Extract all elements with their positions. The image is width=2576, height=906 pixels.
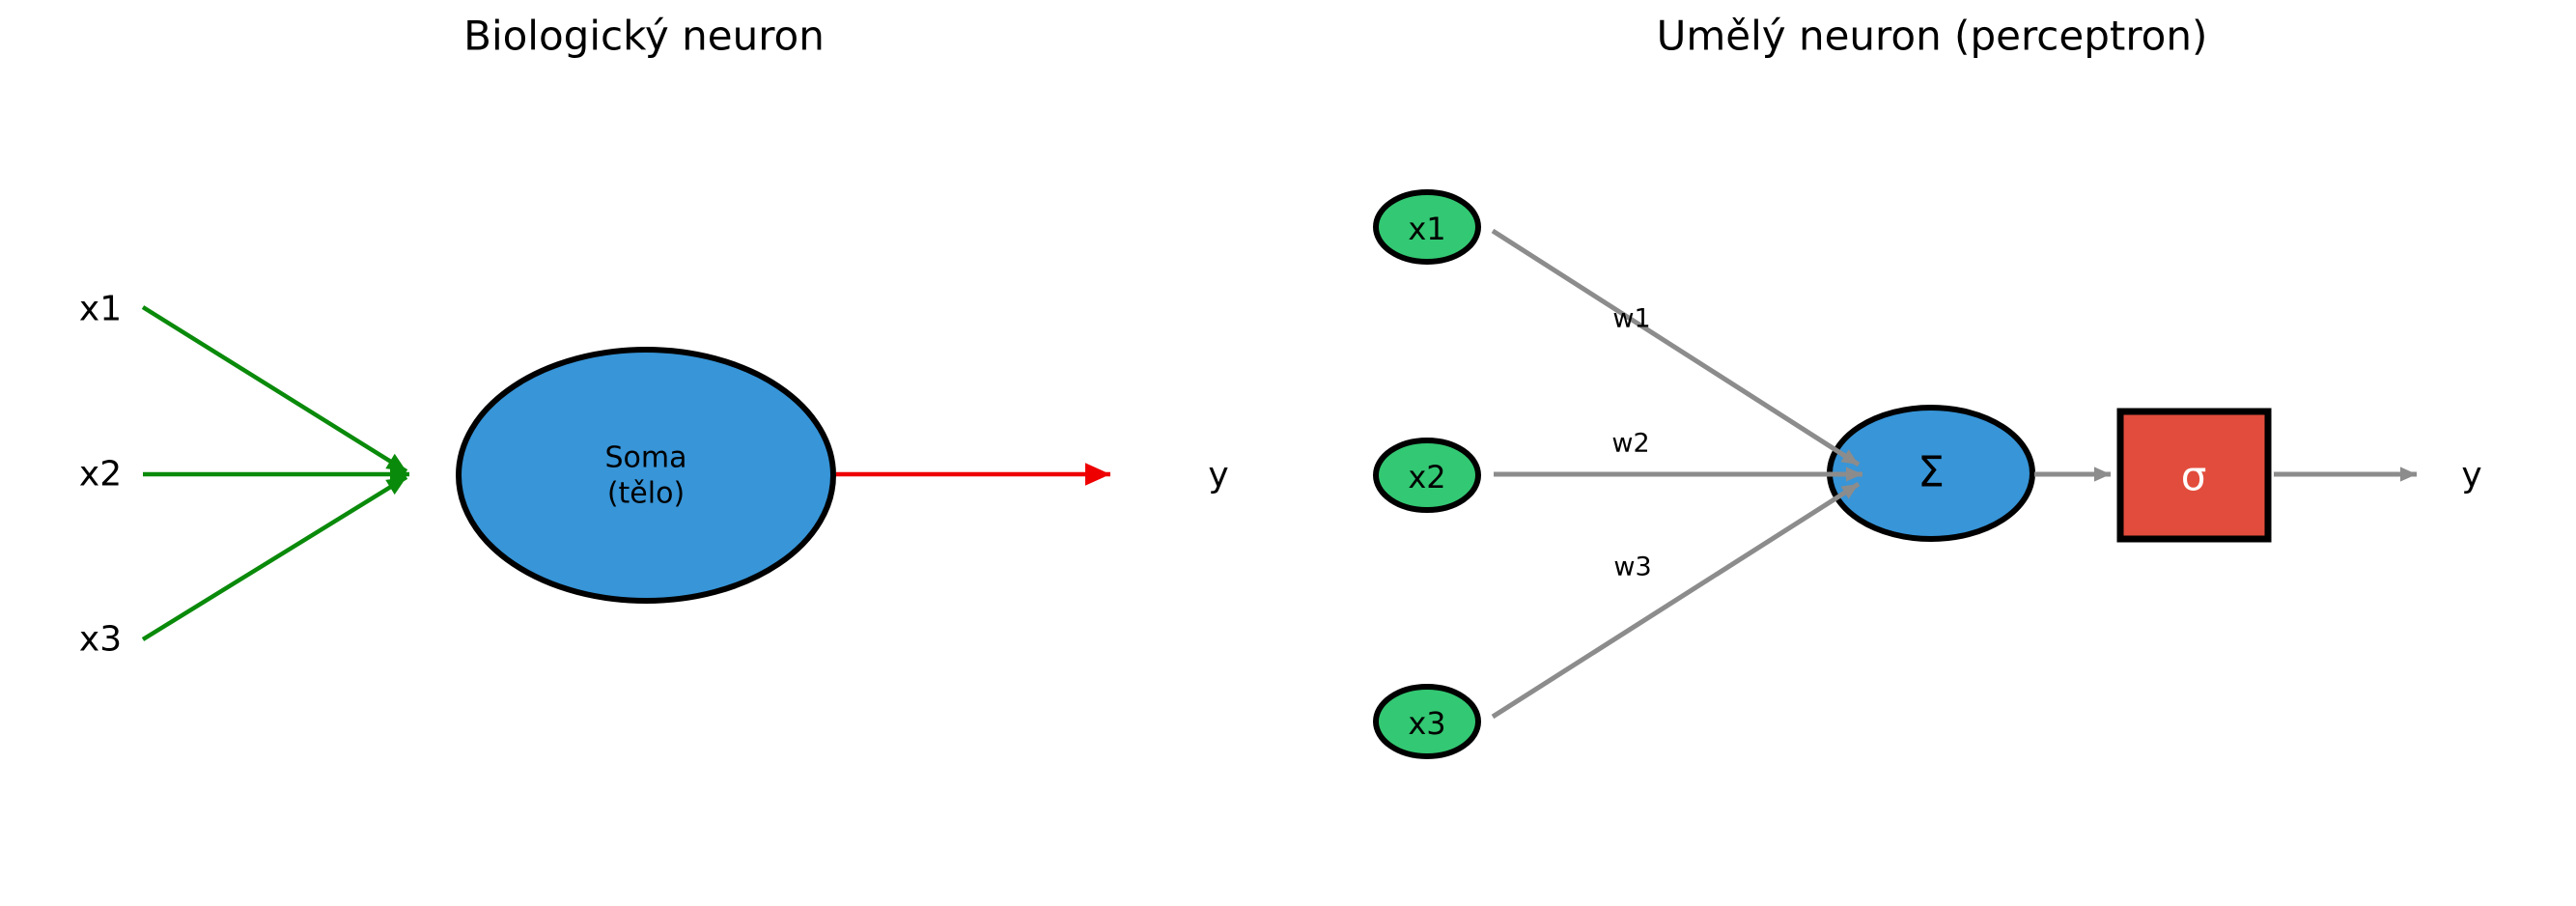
soma-label-line2: (tělo) <box>607 477 685 511</box>
perceptron-panel: Umělý neuron (perceptron) x1 x2 x3 w1 w2… <box>1373 13 2482 759</box>
bio-dendrite-arrow-x3 <box>141 475 408 641</box>
input-node-x2 <box>1373 438 1481 513</box>
connection-arrow-w3 <box>1491 481 1861 720</box>
bio-input-label-x1: x1 <box>79 290 122 329</box>
sum-symbol-label: Σ <box>1918 448 1945 497</box>
bio-dendrite-arrow-x1 <box>141 305 408 473</box>
activation-symbol-label: σ <box>2181 453 2207 500</box>
input-node-label-x3: x3 <box>1408 705 1445 742</box>
perceptron-output-label-y: y <box>2461 456 2481 495</box>
input-node-x1 <box>1373 189 1481 265</box>
bio-input-label-x2: x2 <box>79 455 122 495</box>
weight-label-w1: w1 <box>1612 304 1650 334</box>
activation-box <box>2116 408 2272 543</box>
soma-ellipse <box>456 347 836 604</box>
bio-output-label-y: y <box>1208 456 1228 495</box>
bio-panel-title: Biologický neuron <box>463 13 825 60</box>
input-node-x3 <box>1373 684 1481 759</box>
biological-neuron-panel: Biologický neuron x1 x2 x3 Soma (tělo) y <box>79 13 1229 660</box>
input-node-label-x1: x1 <box>1408 211 1445 247</box>
connection-arrow-w1 <box>1491 228 1861 467</box>
weight-label-w2: w2 <box>1611 429 1649 459</box>
soma-label-line1: Soma <box>604 441 686 475</box>
bio-input-label-x3: x3 <box>79 620 122 660</box>
perceptron-panel-title: Umělý neuron (perceptron) <box>1657 13 2208 60</box>
weight-label-w3: w3 <box>1613 552 1651 582</box>
input-node-label-x2: x2 <box>1408 459 1445 495</box>
